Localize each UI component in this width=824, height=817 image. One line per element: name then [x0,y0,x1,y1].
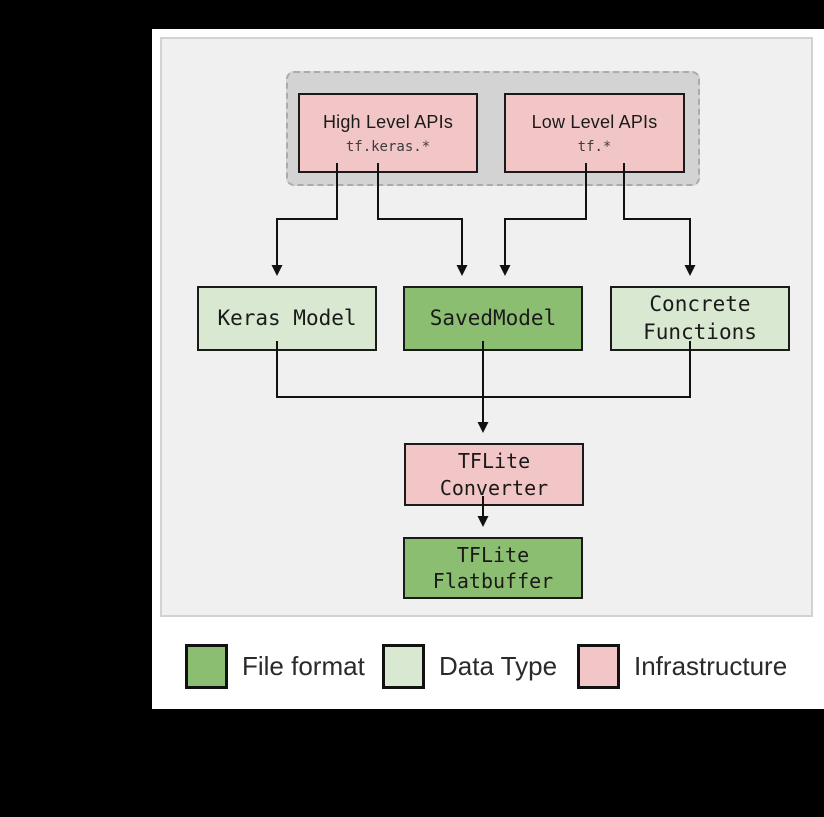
node-low-level-apis: Low Level APIs tf.* [504,93,685,173]
high-level-apis-code: tf.keras.* [345,138,431,155]
high-level-apis-title: High Level APIs [322,111,454,132]
concrete-functions-label: Concrete Functions [643,291,757,344]
node-tflite-flatbuffer: TFLite Flatbuffer [403,537,583,599]
node-keras-model: Keras Model [197,286,377,351]
data-type-swatch [382,643,425,689]
node-high-level-apis: High Level APIs tf.keras.* [298,93,478,173]
legend-item-file-format: File format [185,643,365,689]
saved-model-label: SavedModel [429,305,557,330]
node-saved-model: SavedModel [403,286,583,351]
file-format-label: File format [242,650,365,681]
legend-item-infrastructure: Infrastructure [577,643,787,689]
infrastructure-label: Infrastructure [634,650,788,681]
node-tflite-converter: TFLite Converter [404,443,584,506]
low-level-apis-title: Low Level APIs [531,111,658,132]
data-type-label: Data Type [439,650,558,681]
diagram-panel: High Level APIs tf.keras.* Low Level API… [160,37,813,617]
legend: File format Data Type Infrastructure [152,643,824,689]
legend-item-data-type: Data Type [382,643,557,689]
tflite-converter-label: TFLite Converter [439,449,549,500]
node-concrete-functions: Concrete Functions [610,286,790,351]
infrastructure-swatch [577,643,620,689]
keras-model-label: Keras Model [217,305,357,330]
file-format-swatch [185,643,228,689]
diagram-page: High Level APIs tf.keras.* Low Level API… [152,29,824,709]
low-level-apis-code: tf.* [577,138,612,155]
tflite-flatbuffer-label: TFLite Flatbuffer [432,542,554,593]
